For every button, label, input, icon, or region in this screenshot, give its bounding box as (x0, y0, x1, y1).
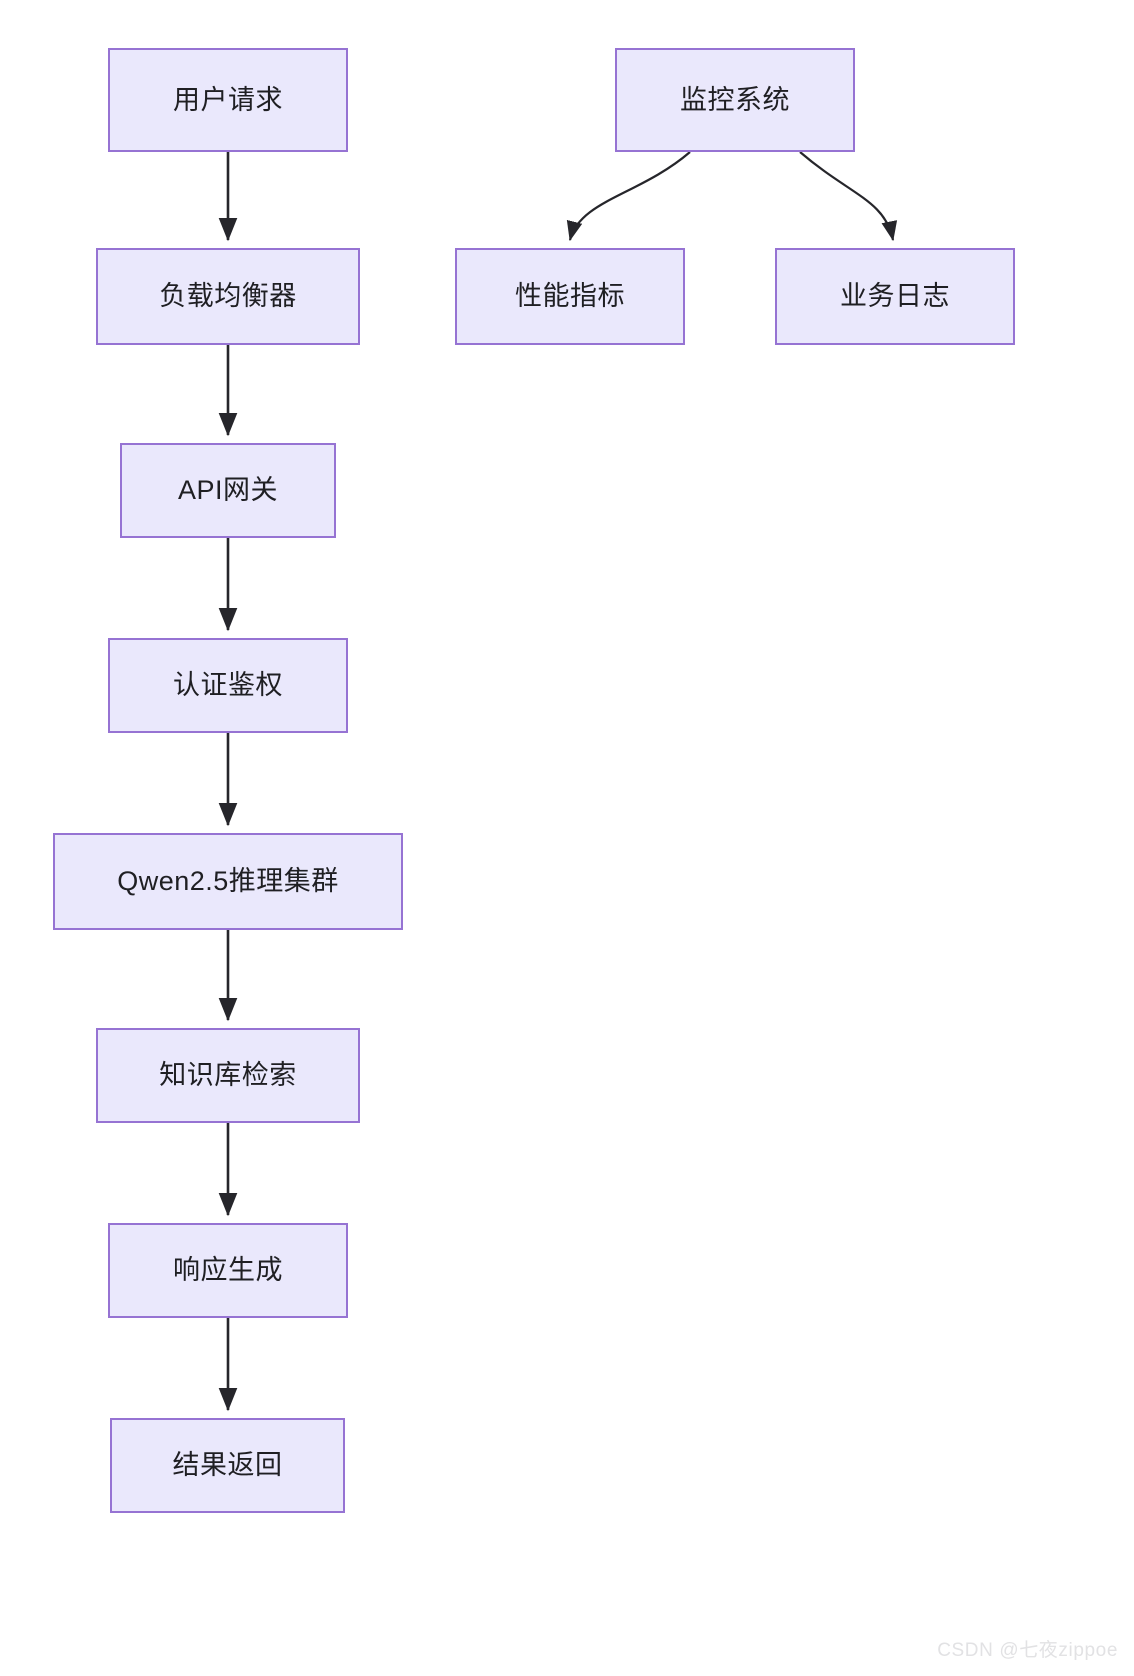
node-label: Qwen2.5推理集群 (117, 866, 339, 896)
node-perf-metrics[interactable]: 性能指标 (455, 248, 685, 345)
node-label: 监控系统 (680, 84, 790, 115)
watermark: CSDN @七夜zippoe (937, 1640, 1118, 1661)
node-response-gen[interactable]: 响应生成 (108, 1223, 348, 1318)
node-label: 用户请求 (173, 84, 283, 115)
node-label: API网关 (177, 475, 279, 505)
node-auth[interactable]: 认证鉴权 (108, 638, 348, 733)
node-business-logs[interactable]: 业务日志 (775, 248, 1015, 345)
node-knowledge-search[interactable]: 知识库检索 (96, 1028, 360, 1123)
node-api-gateway[interactable]: API网关 (120, 443, 336, 538)
node-label: 结果返回 (172, 1450, 283, 1480)
node-label: 负载均衡器 (159, 281, 297, 311)
node-label: 认证鉴权 (173, 670, 283, 700)
node-result-return[interactable]: 结果返回 (110, 1418, 345, 1513)
node-monitoring[interactable]: 监控系统 (615, 48, 855, 152)
edge-monitoring-to-perf-metrics (566, 151, 691, 242)
node-label: 响应生成 (173, 1255, 283, 1285)
node-qwen-cluster[interactable]: Qwen2.5推理集群 (53, 833, 403, 930)
node-label: 业务日志 (840, 281, 950, 311)
node-label: 知识库检索 (159, 1060, 297, 1090)
node-label: 性能指标 (515, 281, 625, 311)
node-load-balancer[interactable]: 负载均衡器 (96, 248, 360, 345)
edge-monitoring-to-business-logs (799, 151, 898, 242)
node-user-request[interactable]: 用户请求 (108, 48, 348, 152)
